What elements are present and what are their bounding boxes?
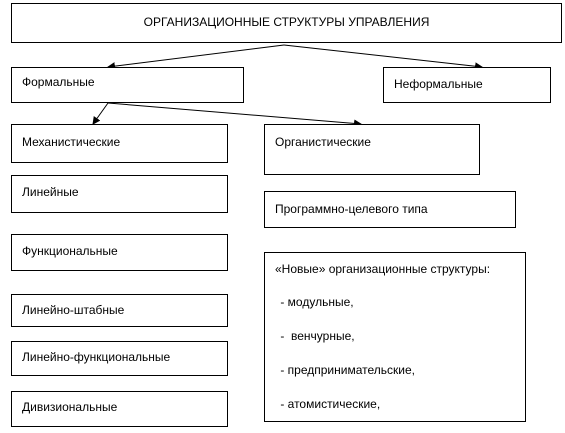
- arrow-root-to-informal: [283, 44, 483, 71]
- program-target-node: Программно-целевого типа: [264, 191, 516, 228]
- arrow-root-to-formal: [107, 44, 285, 71]
- mechanistic-type-label: Линейно-функциональные: [22, 350, 171, 364]
- arrow-formal-to-organic: [107, 102, 362, 128]
- informal-node-label: Неформальные: [394, 77, 483, 91]
- new-structures-heading: «Новые» организационные структуры:: [275, 262, 491, 276]
- organic-node: Органистические: [264, 124, 480, 175]
- mechanistic-type-line-staff: Линейно-штабные: [11, 294, 228, 327]
- mechanistic-type-label: Функциональные: [22, 244, 118, 258]
- mechanistic-type-linear: Линейные: [11, 175, 228, 213]
- mechanistic-node: Механистические: [11, 124, 228, 163]
- new-structure-item: - атомистические,: [277, 397, 381, 411]
- new-structures-node: «Новые» организационные структуры: - мод…: [264, 252, 526, 422]
- mechanistic-type-divisional: Дивизиональные: [11, 391, 228, 427]
- mechanistic-type-label: Линейные: [22, 185, 79, 199]
- arrow-formal-to-mechanistic: [92, 102, 109, 125]
- new-structure-item: - предпринимательские,: [277, 363, 415, 377]
- mechanistic-type-label: Линейно-штабные: [22, 303, 125, 317]
- informal-node: Неформальные: [383, 67, 551, 103]
- formal-node: Формальные: [11, 67, 244, 103]
- root-node: ОРГАНИЗАЦИОННЫЕ СТРУКТУРЫ УПРАВЛЕНИЯ: [11, 3, 562, 43]
- mechanistic-type-functional: Функциональные: [11, 234, 228, 271]
- new-structure-item: - венчурные,: [277, 329, 355, 343]
- formal-node-label: Формальные: [22, 75, 95, 89]
- new-structure-item: - модульные,: [277, 295, 354, 309]
- mechanistic-type-label: Дивизиональные: [22, 400, 118, 414]
- organic-node-label: Органистические: [275, 135, 371, 149]
- root-node-label: ОРГАНИЗАЦИОННЫЕ СТРУКТУРЫ УПРАВЛЕНИЯ: [143, 15, 430, 29]
- program-target-node-label: Программно-целевого типа: [275, 202, 428, 216]
- mechanistic-type-line-functional: Линейно-функциональные: [11, 341, 228, 376]
- mechanistic-node-label: Механистические: [22, 135, 121, 149]
